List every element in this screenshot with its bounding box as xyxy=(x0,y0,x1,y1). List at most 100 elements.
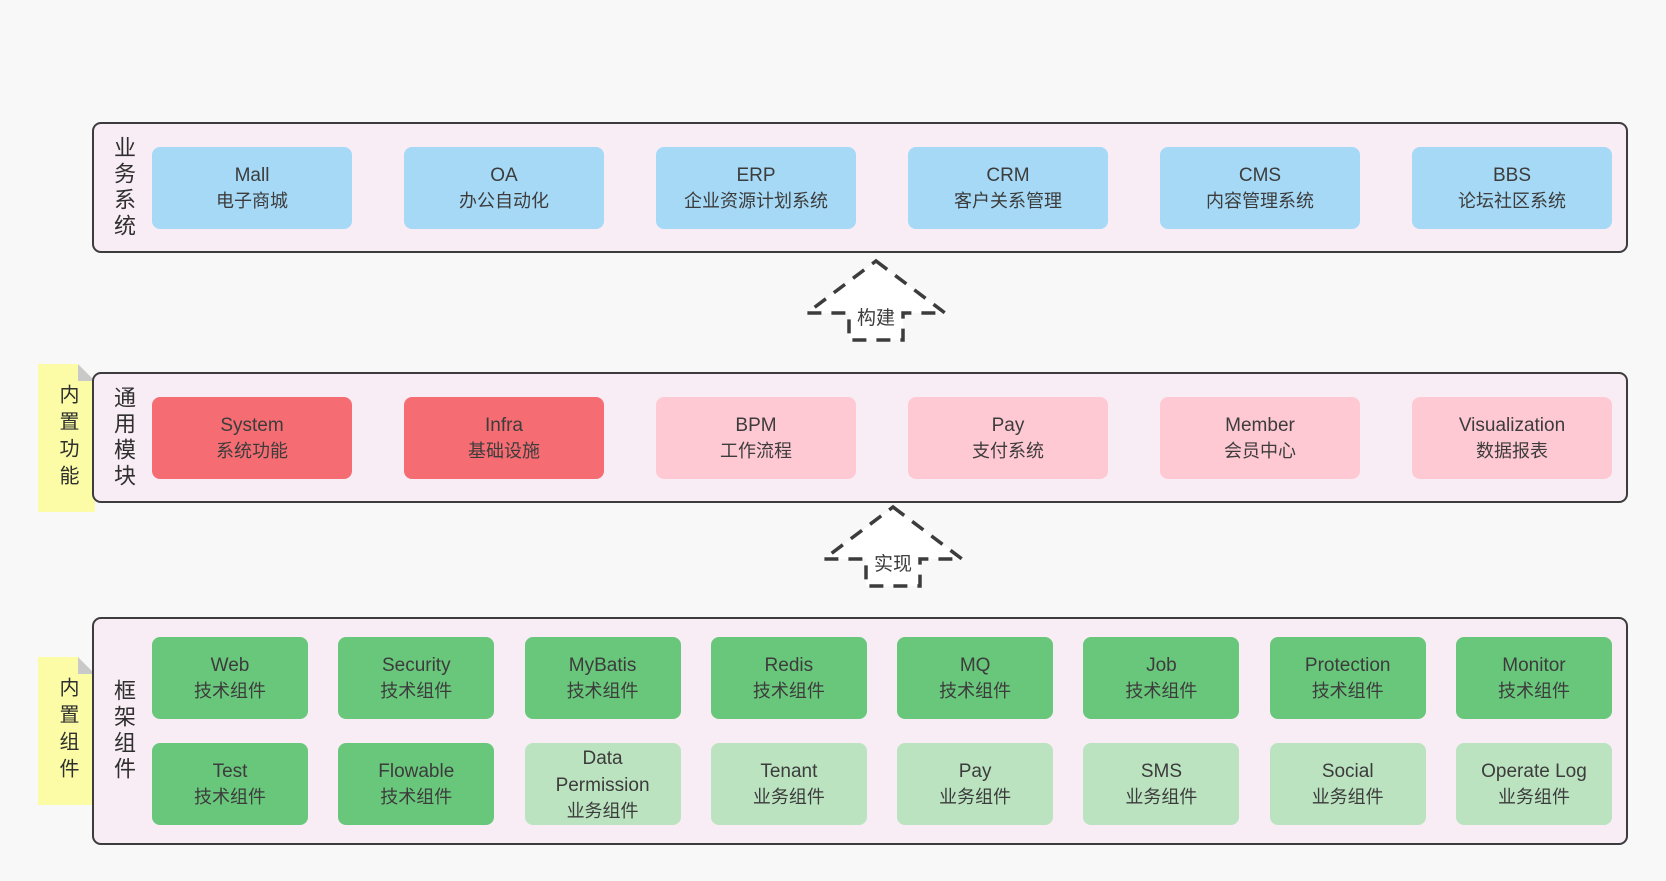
box-subtitle: 技术组件 xyxy=(380,787,453,807)
arrow-build: 构建 xyxy=(803,257,949,343)
box-title: SMS xyxy=(1140,761,1182,782)
arrow-label: 构建 xyxy=(803,303,949,330)
box-subtitle: 技术组件 xyxy=(1125,681,1198,701)
box-subtitle: 论坛社区系统 xyxy=(1458,190,1566,211)
box-bpm: BPM 工作流程 xyxy=(656,396,856,479)
box-title: Job xyxy=(1146,655,1177,676)
box-title: MyBatis xyxy=(568,655,637,676)
panel-business-systems: 业务系统 Mall 电子商城 OA 办公自动化 ERP 企业资源计划系统 CRM 客户关系管理… xyxy=(92,122,1628,253)
box-title: Flowable xyxy=(378,761,455,782)
sticky-note-label: 内置功能 xyxy=(56,384,78,492)
box-title: Member xyxy=(1225,414,1295,436)
panel-label: 框架组件 xyxy=(111,679,136,783)
box-title: Infra xyxy=(484,414,524,436)
box-security: Security 技术组件 xyxy=(338,637,495,719)
box-title: OA xyxy=(490,164,518,186)
box-infra: Infra 基础设施 xyxy=(404,396,604,479)
sticky-note-label: 内置组件 xyxy=(56,677,78,785)
box-mq: MQ 技术组件 xyxy=(897,637,1054,719)
box-title: Social xyxy=(1321,761,1374,782)
box-cms: CMS 内容管理系统 xyxy=(1160,146,1360,229)
box-subtitle: 技术组件 xyxy=(194,787,266,807)
box-title: Test xyxy=(212,761,248,782)
box-subtitle: 系统功能 xyxy=(216,440,288,461)
box-subtitle: 工作流程 xyxy=(720,440,792,461)
box-title: BBS xyxy=(1492,164,1532,186)
box-mybatis: MyBatis 技术组件 xyxy=(524,637,681,719)
box-social: Social 业务组件 xyxy=(1269,743,1426,825)
arrow-label-text: 实现 xyxy=(870,554,915,575)
box-system: System 系统功能 xyxy=(152,396,352,479)
box-crm: CRM 客户关系管理 xyxy=(908,146,1108,229)
box-subtitle: 办公自动化 xyxy=(459,190,549,211)
arrow-implement: 实现 xyxy=(820,503,966,589)
box-title: Redis xyxy=(764,655,814,676)
box-test: Test 技术组件 xyxy=(152,743,308,825)
box-title: Mall xyxy=(234,164,270,186)
box-title: Pay xyxy=(991,414,1025,436)
box-subtitle: 电子商城 xyxy=(216,190,288,211)
box-subtitle: 技术组件 xyxy=(194,681,266,701)
box-erp: ERP 企业资源计划系统 xyxy=(656,146,856,229)
box-subtitle: 业务组件 xyxy=(752,787,825,807)
box-title: Security xyxy=(381,655,451,676)
box-mall: Mall 电子商城 xyxy=(152,146,352,229)
box-subtitle: 技术组件 xyxy=(380,681,453,701)
box-subtitle: 业务组件 xyxy=(1311,787,1384,807)
box-subtitle: 业务组件 xyxy=(939,787,1012,807)
box-subtitle: 企业资源计划系统 xyxy=(684,190,828,211)
panel-label: 业务系统 xyxy=(111,135,136,240)
box-subtitle: 客户关系管理 xyxy=(954,190,1062,211)
box-subtitle: 技术组件 xyxy=(752,681,825,701)
box-subtitle: 基础设施 xyxy=(468,440,540,461)
box-title: System xyxy=(220,414,284,436)
panel-label: 通用模块 xyxy=(111,385,136,490)
box-subtitle: 技术组件 xyxy=(566,681,639,701)
box-subtitle: 技术组件 xyxy=(1497,681,1570,701)
up-arrow-icon xyxy=(803,258,949,342)
box-title: ERP xyxy=(736,164,776,186)
box-subtitle: 内容管理系统 xyxy=(1206,190,1314,211)
panel-rows: Mall 电子商城 OA 办公自动化 ERP 企业资源计划系统 CRM 客户关系管理 CMS 内容… xyxy=(152,124,1626,251)
box-title: MQ xyxy=(959,655,991,676)
box-subtitle: 数据报表 xyxy=(1476,440,1548,461)
box-title: Visualization xyxy=(1458,414,1566,436)
box-title: CRM xyxy=(986,164,1030,186)
module-row: Mall 电子商城 OA 办公自动化 ERP 企业资源计划系统 CRM 客户关系管理 CMS 内容… xyxy=(152,146,1612,229)
box-title: CMS xyxy=(1238,164,1282,186)
box-monitor: Monitor 技术组件 xyxy=(1455,637,1612,719)
box-visualization: Visualization 数据报表 xyxy=(1412,396,1612,479)
box-title: Monitor xyxy=(1502,655,1566,676)
box-web: Web 技术组件 xyxy=(152,637,308,719)
box-bbs: BBS 论坛社区系统 xyxy=(1412,146,1612,229)
box-title: BPM xyxy=(735,414,777,436)
box-redis: Redis 技术组件 xyxy=(710,637,867,719)
sticky-note-builtin-features: 内置功能 xyxy=(38,364,95,512)
box-member: Member 会员中心 xyxy=(1160,396,1360,479)
box-job: Job 技术组件 xyxy=(1083,637,1240,719)
box-subtitle: 会员中心 xyxy=(1224,440,1296,461)
box-subtitle: 技术组件 xyxy=(939,681,1012,701)
box-title: Web xyxy=(210,655,250,676)
sticky-note-builtin-components: 内置组件 xyxy=(38,657,95,805)
box-oa: OA 办公自动化 xyxy=(404,146,604,229)
box-title: Data Permission xyxy=(555,747,650,796)
box-subtitle: 业务组件 xyxy=(1497,787,1570,807)
box-subtitle: 技术组件 xyxy=(1311,681,1384,701)
arrow-label: 实现 xyxy=(820,549,966,576)
up-arrow-icon xyxy=(820,504,966,588)
